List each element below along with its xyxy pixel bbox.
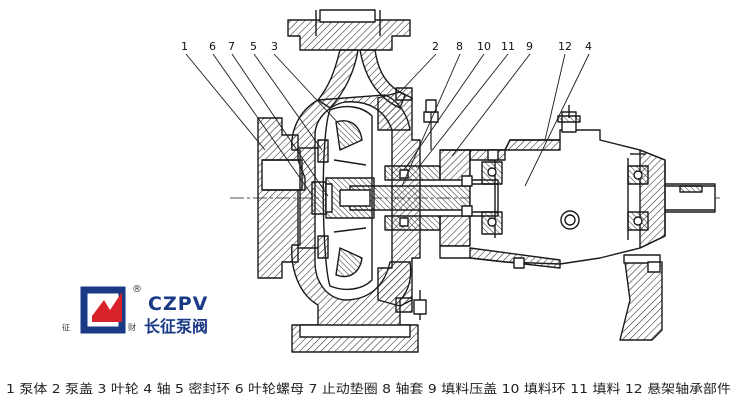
brand-logo: 征 财 ® CZPV 长征泵阀 [62,284,208,336]
logo-right-char: 财 [128,322,136,332]
logo-left-char: 征 [62,322,70,332]
drain-plug [513,257,525,269]
leader-10 [403,53,485,171]
callout-9: 9 [526,40,533,53]
leader-3 [273,53,341,126]
lock-washer [325,183,333,213]
leader-8 [401,53,461,187]
parts-caption: 1 泵体 2 泵盖 3 叶轮 4 轴 5 密封环 6 叶轮螺母 7 止动垫圈 8… [6,381,731,396]
brand-chinese: 长征泵阀 [144,317,208,336]
callouts [185,53,590,197]
callout-2: 2 [432,40,439,53]
shaft-key [679,185,703,193]
leader-12 [544,53,566,141]
leader-9 [451,53,531,157]
sight-glass [560,210,580,230]
callout-7: 7 [228,40,235,53]
callout-3: 3 [271,40,278,53]
bracket-foot [619,261,663,341]
callout-numbers: 1 6 7 5 3 2 8 10 11 9 12 4 [181,40,592,53]
brand-latin: CZPV [148,293,208,315]
discharge-flange [287,9,411,109]
stuffing-box [384,99,471,320]
logo-mark [80,286,126,334]
impeller-nut [311,181,327,215]
oil-cap [557,105,581,133]
leader-4 [524,53,590,187]
callout-1: 1 [181,40,188,53]
callout-6: 6 [209,40,216,53]
registered-mark: ® [132,284,142,295]
callout-4: 4 [585,40,592,53]
bearing-left [481,161,503,235]
leader-2 [399,53,437,93]
pump-cross-section [230,9,720,353]
callout-5: 5 [250,40,257,53]
seal-ring-top [317,139,329,163]
seal-ring-bottom [317,235,329,259]
leader-6 [212,53,313,196]
callout-10: 10 [477,40,491,53]
leader-5 [253,53,323,151]
callout-12: 12 [558,40,572,53]
callout-8: 8 [456,40,463,53]
leader-7 [231,53,329,197]
bearing-right [627,165,649,231]
leader-11 [417,53,509,169]
callout-11: 11 [501,40,515,53]
leader-1 [185,53,266,151]
